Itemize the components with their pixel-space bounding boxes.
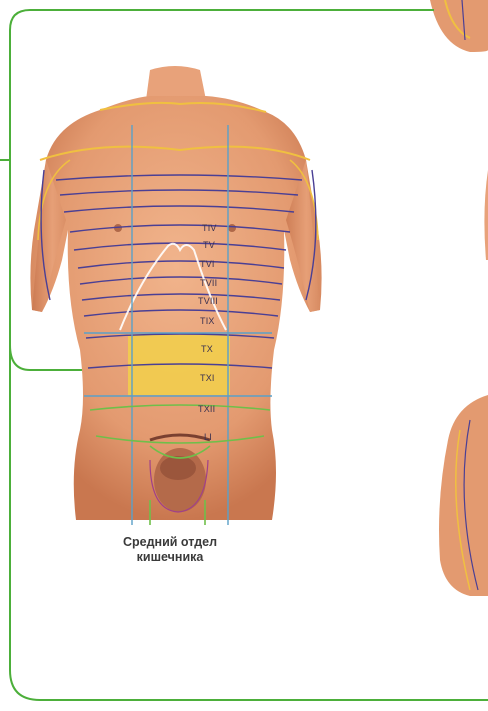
side-figure-mid	[484, 170, 488, 260]
label-li: LI	[204, 432, 212, 442]
caption-line-1: Средний отдел	[70, 535, 270, 550]
caption-line-2: кишечника	[70, 550, 270, 565]
label-txi: TXI	[200, 373, 215, 383]
label-txii: TXII	[198, 404, 215, 414]
figure-caption: Средний отдел кишечника	[70, 535, 270, 565]
side-figure-bottom	[439, 395, 488, 596]
label-tvi: TVI	[200, 259, 215, 269]
label-tix: TIX	[200, 316, 215, 326]
torso-figure	[30, 66, 321, 520]
label-tvii: TVII	[200, 278, 217, 288]
label-tiv: TIV	[202, 223, 217, 233]
label-tv: TV	[203, 240, 215, 250]
side-figure-top	[430, 0, 488, 52]
label-tviii: TVIII	[198, 296, 218, 306]
label-tx: TX	[201, 344, 213, 354]
